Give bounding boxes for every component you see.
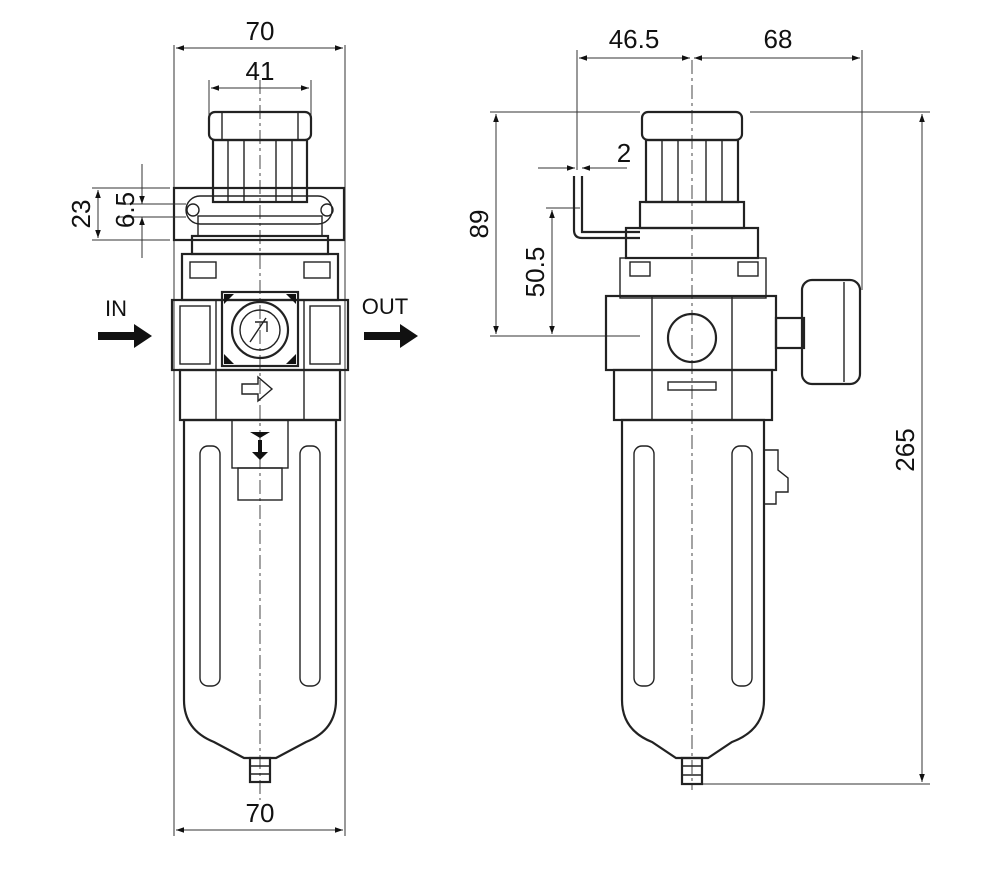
bracket-height-dim-side: 50.5 <box>520 247 550 298</box>
pressure-gauge-icon <box>220 290 300 368</box>
hole-pitch-dim: 6.5 <box>110 192 140 228</box>
outlet-label: OUT <box>362 294 408 319</box>
knob-width-dim: 41 <box>246 56 275 86</box>
outlet-arrow-icon <box>364 324 418 348</box>
top-width-dim: 70 <box>246 16 275 46</box>
side-view: 46.5 68 2 89 50.5 265 <box>464 24 930 790</box>
port-height-dim: 89 <box>464 210 494 239</box>
side-gauge-icon <box>774 278 862 386</box>
left-offset-dim: 46.5 <box>609 24 660 54</box>
flow-direction-icon <box>241 375 274 403</box>
bottom-width-dim: 70 <box>246 798 275 828</box>
regulator-knob <box>207 110 313 204</box>
pin-gap-dim: 2 <box>617 138 631 168</box>
inlet-label: IN <box>105 296 127 321</box>
mounting-bracket <box>172 186 346 256</box>
filter-bowl <box>182 418 338 784</box>
front-view: 70 41 23 <box>66 16 418 836</box>
right-offset-dim: 68 <box>764 24 793 54</box>
bracket-height-dim: 23 <box>66 200 96 229</box>
mounting-bracket-side <box>572 176 767 299</box>
regulator-body-side <box>604 294 778 422</box>
filter-bowl-side <box>620 418 789 786</box>
inlet-arrow-icon <box>98 324 152 348</box>
overall-height-dim: 265 <box>890 428 920 471</box>
